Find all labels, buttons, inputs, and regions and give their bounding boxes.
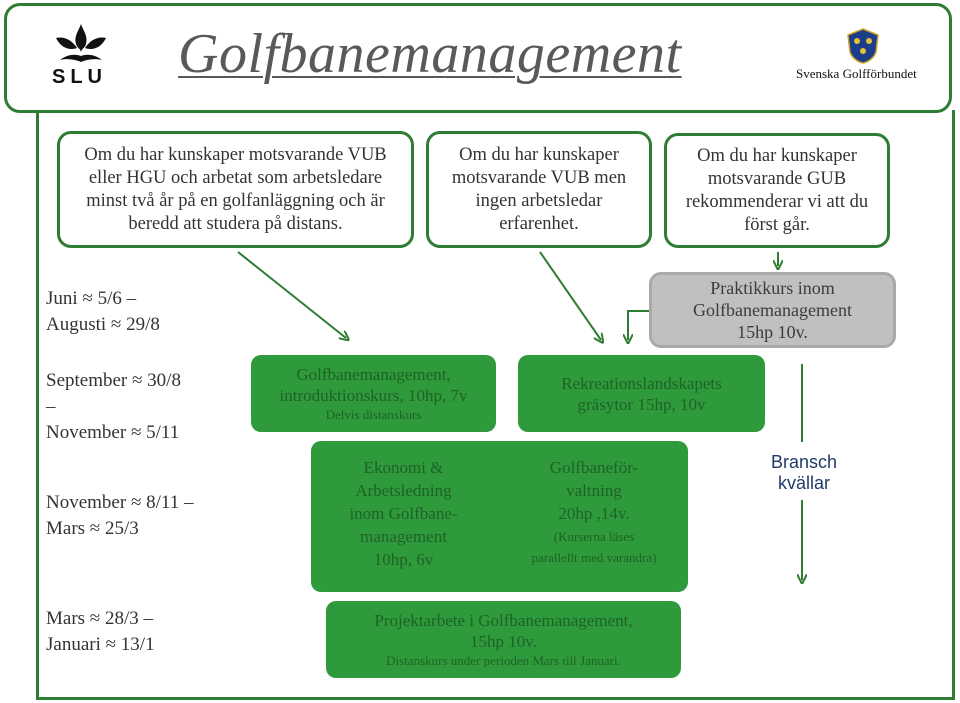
diagram-frame <box>36 110 955 700</box>
course-projektarbete-title: Projektarbete i Golfbanemanagement, 15hp… <box>374 611 633 651</box>
date-period-summer: Juni ≈ 5/6 – Augusti ≈ 29/8 <box>46 288 160 335</box>
info-box-gub: Om du har kunskaper motsvarande GUB reko… <box>664 133 890 248</box>
course-group-parallel <box>311 441 688 592</box>
course-introduktion-note: Delvis distanskurs <box>325 407 422 422</box>
course-rekreation: Rekreationslandskapets gräsytor 15hp, 10… <box>518 355 765 432</box>
course-introduktion-title: Golfbanemanagement, introduktionskurs, 1… <box>279 365 468 405</box>
golf-federation-text: Svenska Golfförbundet <box>796 66 917 81</box>
course-forvaltning: Golfbaneför- valtning 20hp ,14v. <box>549 458 639 523</box>
info-box-vub: Om du har kunskaper motsvarande VUB men … <box>426 131 652 248</box>
arrow-to-rekreation <box>539 251 601 340</box>
date-period-winter: November ≈ 8/11 – Mars ≈ 25/3 <box>46 492 194 539</box>
date-period-autumn: September ≈ 30/8 – November ≈ 5/11 <box>46 370 181 443</box>
course-rekreation-title: Rekreationslandskapets gräsytor 15hp, 10… <box>561 373 722 414</box>
arrow-to-intro <box>237 251 346 338</box>
page-title: Golfbanemanagement <box>178 23 682 85</box>
slu-logo-text: SLU <box>52 66 107 88</box>
arrow-praktik-to-rekreation <box>628 310 649 340</box>
course-ekonomi: Ekonomi & Arbetsledning inom Golfbane- m… <box>349 458 458 569</box>
slu-logo-icon <box>56 24 106 62</box>
golf-federation-emblem-icon <box>847 28 879 64</box>
course-parallel-note: (Kurserna läses parallellt med varandra) <box>531 529 657 565</box>
bransch-kvallar-label: Bransch kvällar <box>770 452 838 493</box>
header-banner <box>4 3 952 113</box>
info-box-vub-hgu: Om du har kunskaper motsvarande VUB elle… <box>57 131 414 248</box>
course-projektarbete: Projektarbete i Golfbanemanagement, 15hp… <box>326 601 681 678</box>
course-projektarbete-note: Distanskurs under perioden Mars till Jan… <box>386 653 621 668</box>
course-praktikkurs: Praktikkurs inom Golfbanemanagement 15hp… <box>649 272 896 348</box>
date-period-year: Mars ≈ 28/3 – Januari ≈ 13/1 <box>46 608 155 655</box>
course-introduktion: Golfbanemanagement, introduktionskurs, 1… <box>251 355 496 432</box>
